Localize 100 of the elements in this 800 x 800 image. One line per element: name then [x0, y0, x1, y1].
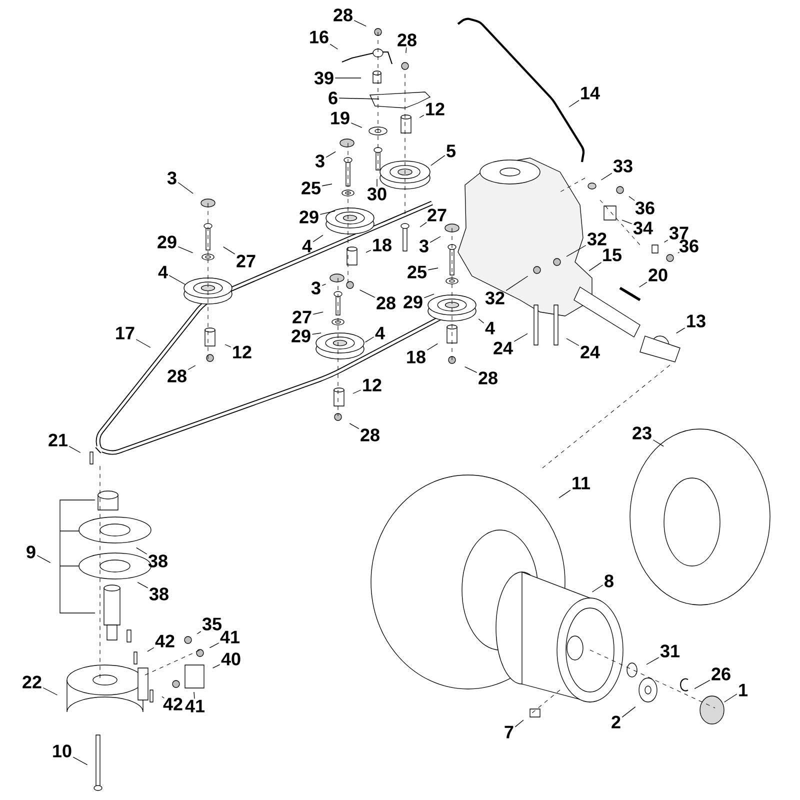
callout-number: 41 [220, 630, 240, 644]
leader-line [430, 236, 441, 243]
leader-line [42, 687, 58, 696]
leader-line [622, 220, 632, 224]
callout-number: 42 [155, 634, 174, 648]
callout-number: 9 [26, 546, 36, 558]
leader-line [212, 664, 220, 668]
callout-number: 3 [419, 240, 428, 252]
leader-line [188, 365, 196, 370]
leader-line [178, 246, 194, 254]
leader-line [322, 284, 326, 286]
callout-number: 35 [202, 618, 222, 630]
callout-number: 28 [334, 8, 352, 22]
leader-line [178, 182, 194, 194]
callout-number: 42 [163, 698, 182, 710]
callout-number: 8 [604, 574, 614, 588]
leader-line [428, 268, 438, 270]
callout-number: 23 [632, 426, 652, 440]
callout-number: 29 [292, 330, 310, 342]
callout-number: 17 [116, 326, 134, 340]
callout-number: 40 [221, 652, 240, 666]
leader-line [224, 344, 232, 348]
callout-number: 3 [167, 172, 176, 184]
leader-line [426, 343, 438, 350]
leader-line [664, 240, 668, 243]
leader-line [338, 98, 380, 100]
callout-number: 5 [446, 144, 456, 158]
leader-line [326, 151, 336, 158]
callout-number: 29 [404, 296, 422, 308]
callout-number: 6 [328, 92, 338, 104]
leader-line [420, 222, 427, 228]
leader-line [514, 333, 528, 342]
leader-line [352, 390, 362, 394]
callout-number: 22 [22, 676, 42, 688]
leader-line [592, 584, 604, 592]
callout-number: 33 [613, 160, 632, 172]
callout-number: 3 [315, 154, 324, 168]
callout-number: 20 [648, 268, 668, 282]
leader-line [322, 184, 332, 186]
callout-number: 28 [478, 372, 498, 384]
leader-line [622, 706, 636, 718]
callout-number: 36 [635, 202, 654, 214]
callout-number: 12 [426, 102, 444, 116]
leader-line [424, 294, 434, 298]
callout-number: 12 [363, 378, 382, 392]
callout-number: 10 [53, 744, 72, 758]
callout-number: 15 [603, 248, 622, 262]
leader-line [349, 423, 360, 429]
callout-number: 38 [149, 588, 168, 600]
leader-line [354, 20, 366, 27]
leader-line [330, 44, 338, 50]
leader-line [694, 680, 710, 690]
callout-number: 7 [504, 726, 514, 738]
leader-line [376, 178, 378, 187]
leader-line [168, 275, 186, 285]
callout-number: 26 [712, 668, 730, 680]
callout-number: 31 [660, 644, 680, 658]
leader-line [366, 250, 372, 253]
callout-number: 25 [302, 182, 321, 194]
leader-line [430, 155, 446, 166]
leader-line [196, 631, 202, 634]
callout-number: 28 [398, 34, 416, 46]
leader-line [136, 547, 148, 554]
callout-number: 18 [373, 238, 392, 252]
callout-number: 4 [302, 240, 312, 252]
callout-number: 38 [148, 554, 168, 568]
callout-number: 29 [158, 236, 176, 248]
leader-line [514, 720, 524, 728]
leader-line [558, 490, 571, 498]
callout-number: 32 [485, 292, 504, 304]
leader-line [676, 328, 686, 334]
leader-line [568, 100, 580, 108]
leader-line [137, 582, 148, 588]
callout-number: 1 [739, 684, 748, 696]
callout-number: 24 [494, 342, 513, 354]
leader-line [194, 692, 195, 700]
callout-number: 28 [376, 296, 396, 310]
leader-line [406, 47, 407, 54]
leader-line [646, 657, 660, 665]
leader-line [678, 252, 680, 254]
callout-number: 19 [331, 112, 350, 124]
callout-number: 28 [168, 370, 186, 382]
callout-number: 36 [679, 240, 698, 252]
leader-line [136, 339, 151, 348]
leader-line [162, 696, 165, 698]
callout-number: 16 [310, 30, 328, 44]
leader-line [222, 246, 236, 254]
callout-number: 30 [367, 188, 386, 200]
leader-line [359, 290, 376, 298]
leader-line [419, 114, 424, 118]
leader-line [320, 210, 336, 215]
leader-line [68, 446, 81, 453]
leader-line [478, 318, 484, 324]
callout-number: 27 [236, 254, 256, 268]
leader-line [312, 332, 322, 335]
callout-number: 32 [587, 232, 606, 246]
callout-number: 4 [375, 326, 385, 340]
callout-number: 14 [581, 86, 600, 100]
leader-line [350, 122, 362, 128]
callout-number: 2 [612, 716, 620, 728]
